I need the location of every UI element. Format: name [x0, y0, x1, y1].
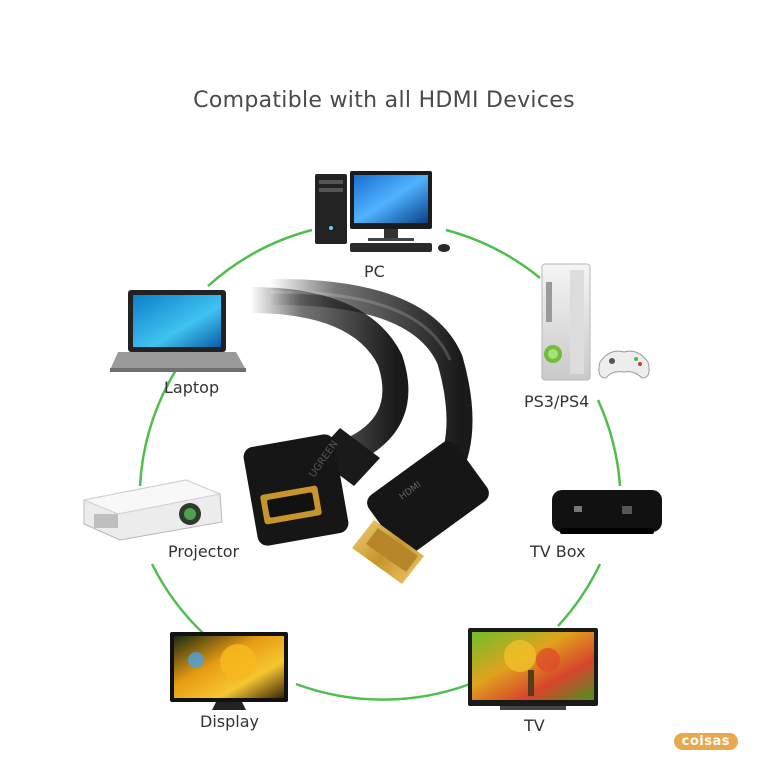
page-title: Compatible with all HDMI Devices: [193, 88, 575, 113]
display-image: [170, 632, 288, 710]
tv-box-image: [552, 490, 662, 534]
label-laptop: Laptop: [164, 378, 220, 397]
label-display: Display: [200, 712, 259, 731]
ring: [138, 228, 622, 701]
pc-image: [315, 171, 450, 252]
hdmi-cable-image: UGREEN HDMI: [237, 278, 489, 584]
label-tv-box: TV Box: [530, 542, 586, 561]
ps-console-image: [541, 263, 650, 381]
label-tv: TV: [524, 716, 545, 735]
tv-image: [468, 628, 598, 710]
watermark-badge: coisas: [673, 733, 738, 750]
laptop-image: [110, 290, 246, 372]
male-connector: HDMI: [352, 441, 489, 584]
label-projector: Projector: [168, 542, 240, 561]
label-pc: PC: [364, 262, 385, 281]
projector-image: [82, 479, 223, 541]
female-connector: UGREEN: [243, 428, 380, 546]
label-ps3-ps4: PS3/PS4: [524, 392, 590, 411]
